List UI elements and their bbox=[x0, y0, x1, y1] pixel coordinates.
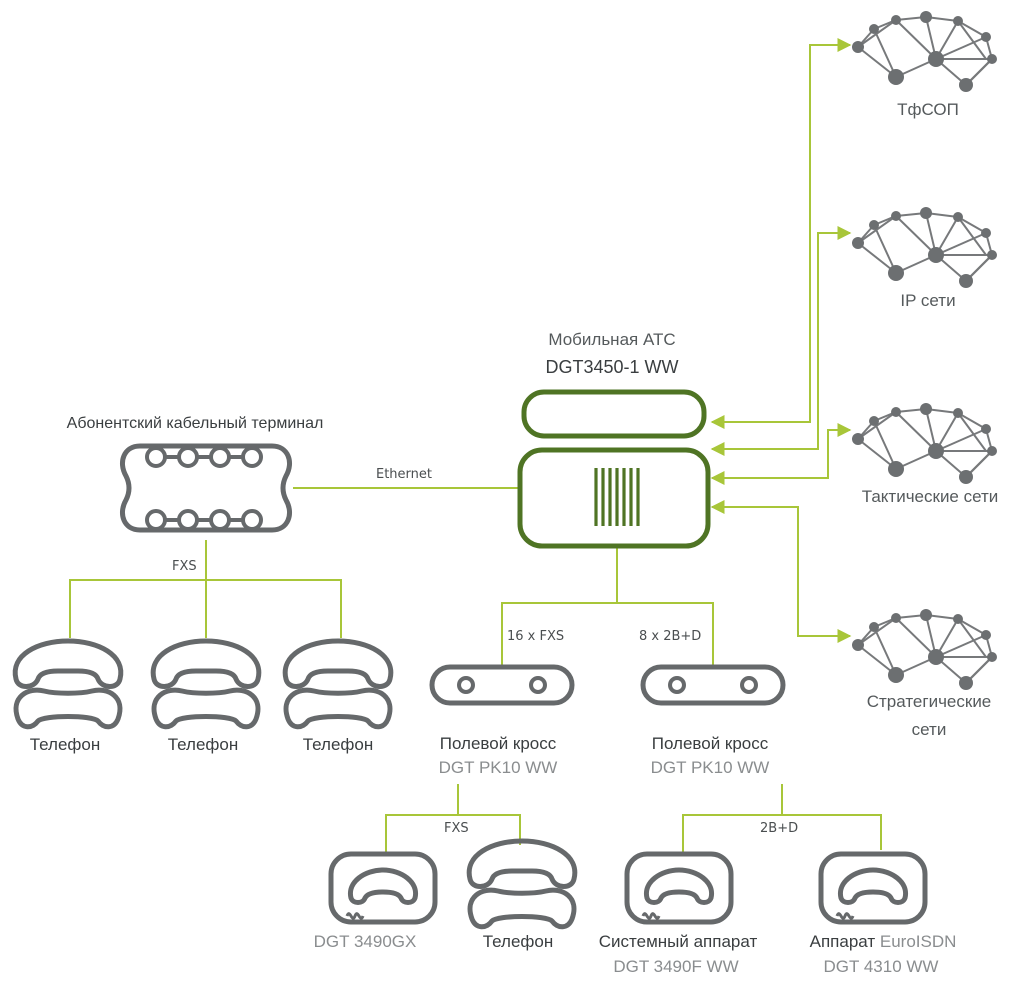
fxs-label-cross: FXS bbox=[444, 821, 469, 836]
cross-icon bbox=[643, 667, 783, 703]
pbx[interactable]: Мобильная АТС DGT3450-1 WW bbox=[517, 330, 711, 549]
pbx-top-unit bbox=[521, 389, 707, 439]
device-title: Системный аппарат bbox=[599, 932, 758, 951]
handset-icon bbox=[153, 641, 259, 727]
cross1-right bbox=[458, 814, 521, 845]
phone-2[interactable]: Телефон bbox=[153, 641, 259, 754]
network-label-line1: Стратегические bbox=[867, 692, 992, 711]
cross2-right bbox=[782, 814, 882, 850]
device-title: Телефон bbox=[483, 932, 554, 951]
field-cross-1[interactable]: Полевой кросс DGT PK10 WW bbox=[432, 667, 572, 777]
cross-title: Полевой кросс bbox=[652, 734, 769, 753]
cable-terminal[interactable]: Абонентский кабельный терминал bbox=[67, 415, 324, 533]
network-icon bbox=[851, 402, 998, 485]
network-icon bbox=[851, 206, 998, 289]
terminal-ports-icon bbox=[145, 446, 263, 531]
field-cross-2[interactable]: Полевой кросс DGT PK10 WW bbox=[643, 667, 783, 777]
network-label-line2: сети bbox=[912, 720, 947, 739]
pbx-main-unit bbox=[517, 447, 711, 549]
ethernet-label: Ethernet bbox=[376, 467, 432, 482]
device-title-prefix: Аппарат bbox=[810, 932, 880, 951]
pbx-vent-icon bbox=[594, 468, 640, 526]
device-title: Аппарат EuroISDN bbox=[810, 932, 957, 951]
terminal-title: Абонентский кабельный терминал bbox=[67, 415, 324, 432]
network-tactical[interactable]: Тактические сети bbox=[851, 402, 999, 506]
device-model: DGT 3490F WW bbox=[613, 957, 738, 976]
network-label: ТфСОП bbox=[897, 100, 959, 119]
phone-label: Телефон bbox=[30, 735, 101, 754]
handset-icon bbox=[285, 641, 391, 727]
cross1-left bbox=[385, 784, 459, 855]
phone-label: Телефон bbox=[303, 735, 374, 754]
network-label: IP сети bbox=[900, 291, 955, 310]
device-euroisdn[interactable]: Аппарат EuroISDN DGT 4310 WW bbox=[810, 854, 957, 976]
network-strategic[interactable]: Стратегические сети bbox=[851, 608, 998, 739]
link-strategic bbox=[710, 500, 852, 643]
network-label: Тактические сети bbox=[862, 487, 999, 506]
device-system-phone[interactable]: Системный аппарат DGT 3490F WW bbox=[599, 854, 758, 976]
desk-phone-icon bbox=[627, 854, 731, 922]
link-tactical bbox=[710, 423, 852, 485]
desk-phone-icon bbox=[821, 854, 925, 922]
network-ip[interactable]: IP сети bbox=[851, 206, 998, 310]
desk-phone-icon bbox=[331, 854, 435, 922]
cross-model: DGT PK10 WW bbox=[439, 758, 558, 777]
cross-title: Полевой кросс bbox=[440, 734, 557, 753]
device-model: DGT 4310 WW bbox=[824, 957, 939, 976]
phone-1[interactable]: Телефон bbox=[15, 641, 121, 754]
pbx-model: DGT3450-1 WW bbox=[545, 357, 678, 377]
fxs-bus bbox=[69, 579, 342, 638]
network-icon bbox=[851, 10, 998, 93]
pbx-to-cross1 bbox=[501, 545, 618, 665]
device-dgt3490gx[interactable]: DGT 3490GX bbox=[314, 854, 435, 951]
link-ip bbox=[710, 226, 852, 456]
links bbox=[69, 38, 882, 855]
network-icon bbox=[851, 608, 998, 691]
phone-label: Телефон bbox=[168, 735, 239, 754]
handset-icon bbox=[15, 641, 121, 727]
network-pstn[interactable]: ТфСОП bbox=[851, 10, 998, 119]
cross-icon bbox=[432, 667, 572, 703]
device-title-suffix: EuroISDN bbox=[880, 932, 957, 951]
cross-model: DGT PK10 WW bbox=[651, 758, 770, 777]
pbx-title: Мобильная АТС bbox=[548, 330, 675, 349]
fxs-label-terminal: FXS bbox=[172, 559, 197, 574]
cross2-left bbox=[682, 784, 783, 855]
isdn8-label: 8 x 2B+D bbox=[639, 629, 701, 644]
terminal-body bbox=[120, 443, 292, 533]
device-title: DGT 3490GX bbox=[314, 932, 417, 951]
fxs16-label: 16 x FXS bbox=[507, 629, 564, 644]
phone-3[interactable]: Телефон bbox=[285, 641, 391, 754]
isdn-label-cross: 2B+D bbox=[760, 821, 798, 836]
handset-icon bbox=[469, 841, 575, 927]
device-phone[interactable]: Телефон bbox=[469, 841, 575, 951]
